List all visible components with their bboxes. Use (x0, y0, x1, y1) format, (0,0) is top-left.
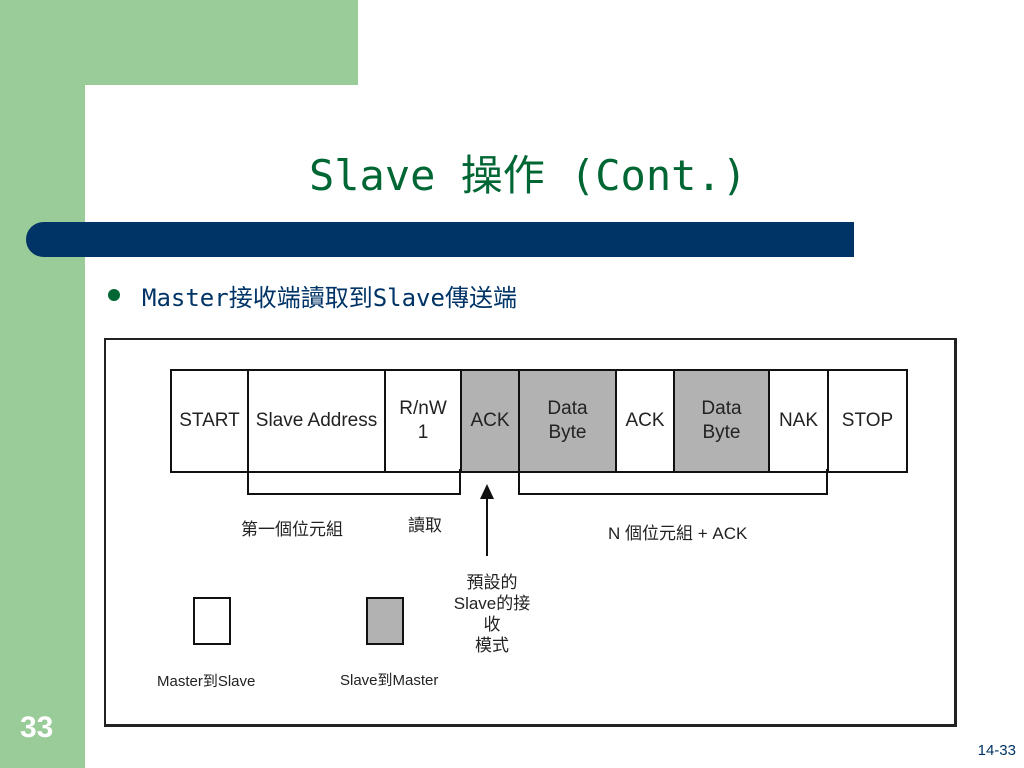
first-byte-bracket (247, 469, 461, 495)
legend-swatch-master (193, 597, 231, 645)
field-start: START (172, 371, 249, 471)
field-data-byte: Data Byte (520, 371, 617, 471)
legend-label-slave-to-master: Slave到Master (340, 672, 439, 689)
bullet-item: Master接收端讀取到Slave傳送端 (108, 279, 517, 312)
label-read: 讀取 (408, 516, 442, 535)
label-default-slave-receive-mode: 預設的 Slave的接收 模式 (452, 572, 532, 656)
background-green-top (0, 0, 358, 85)
field-ack: ACK (462, 371, 520, 471)
n-bytes-bracket (518, 469, 828, 495)
default-mode-line: 預設的 (466, 573, 518, 592)
default-mode-arrow-head (480, 484, 494, 499)
bullet-text: Master接收端讀取到Slave傳送端 (142, 283, 517, 312)
bullet-dot-icon (108, 289, 120, 301)
slide-title: Slave 操作 (Cont.) (308, 151, 747, 200)
slide-reference: 14-33 (977, 742, 1016, 759)
field-stop: STOP (841, 410, 894, 431)
field-rnw: R/nW 1 (386, 371, 462, 471)
background-green-left (0, 0, 85, 768)
legend-label-master-to-slave: Master到Slave (157, 673, 256, 690)
i2c-frame-fields: START Slave Address R/nW 1 ACK Data Byte… (170, 369, 908, 473)
legend-swatch-slave (366, 597, 404, 645)
page-number: 33 (20, 711, 54, 744)
default-mode-line: 模式 (475, 636, 509, 655)
label-first-byte: 第一個位元組 (241, 520, 343, 539)
title-underline-bar (26, 222, 854, 257)
field-data-byte: Data Byte (675, 371, 770, 471)
label-n-bytes-ack: N 個位元組 + ACK (608, 524, 748, 543)
field-nak: NAK (770, 371, 829, 471)
default-mode-line: Slave的接收 (453, 594, 531, 634)
field-slave-address: Slave Address (249, 371, 386, 471)
field-ack: ACK (617, 371, 675, 471)
